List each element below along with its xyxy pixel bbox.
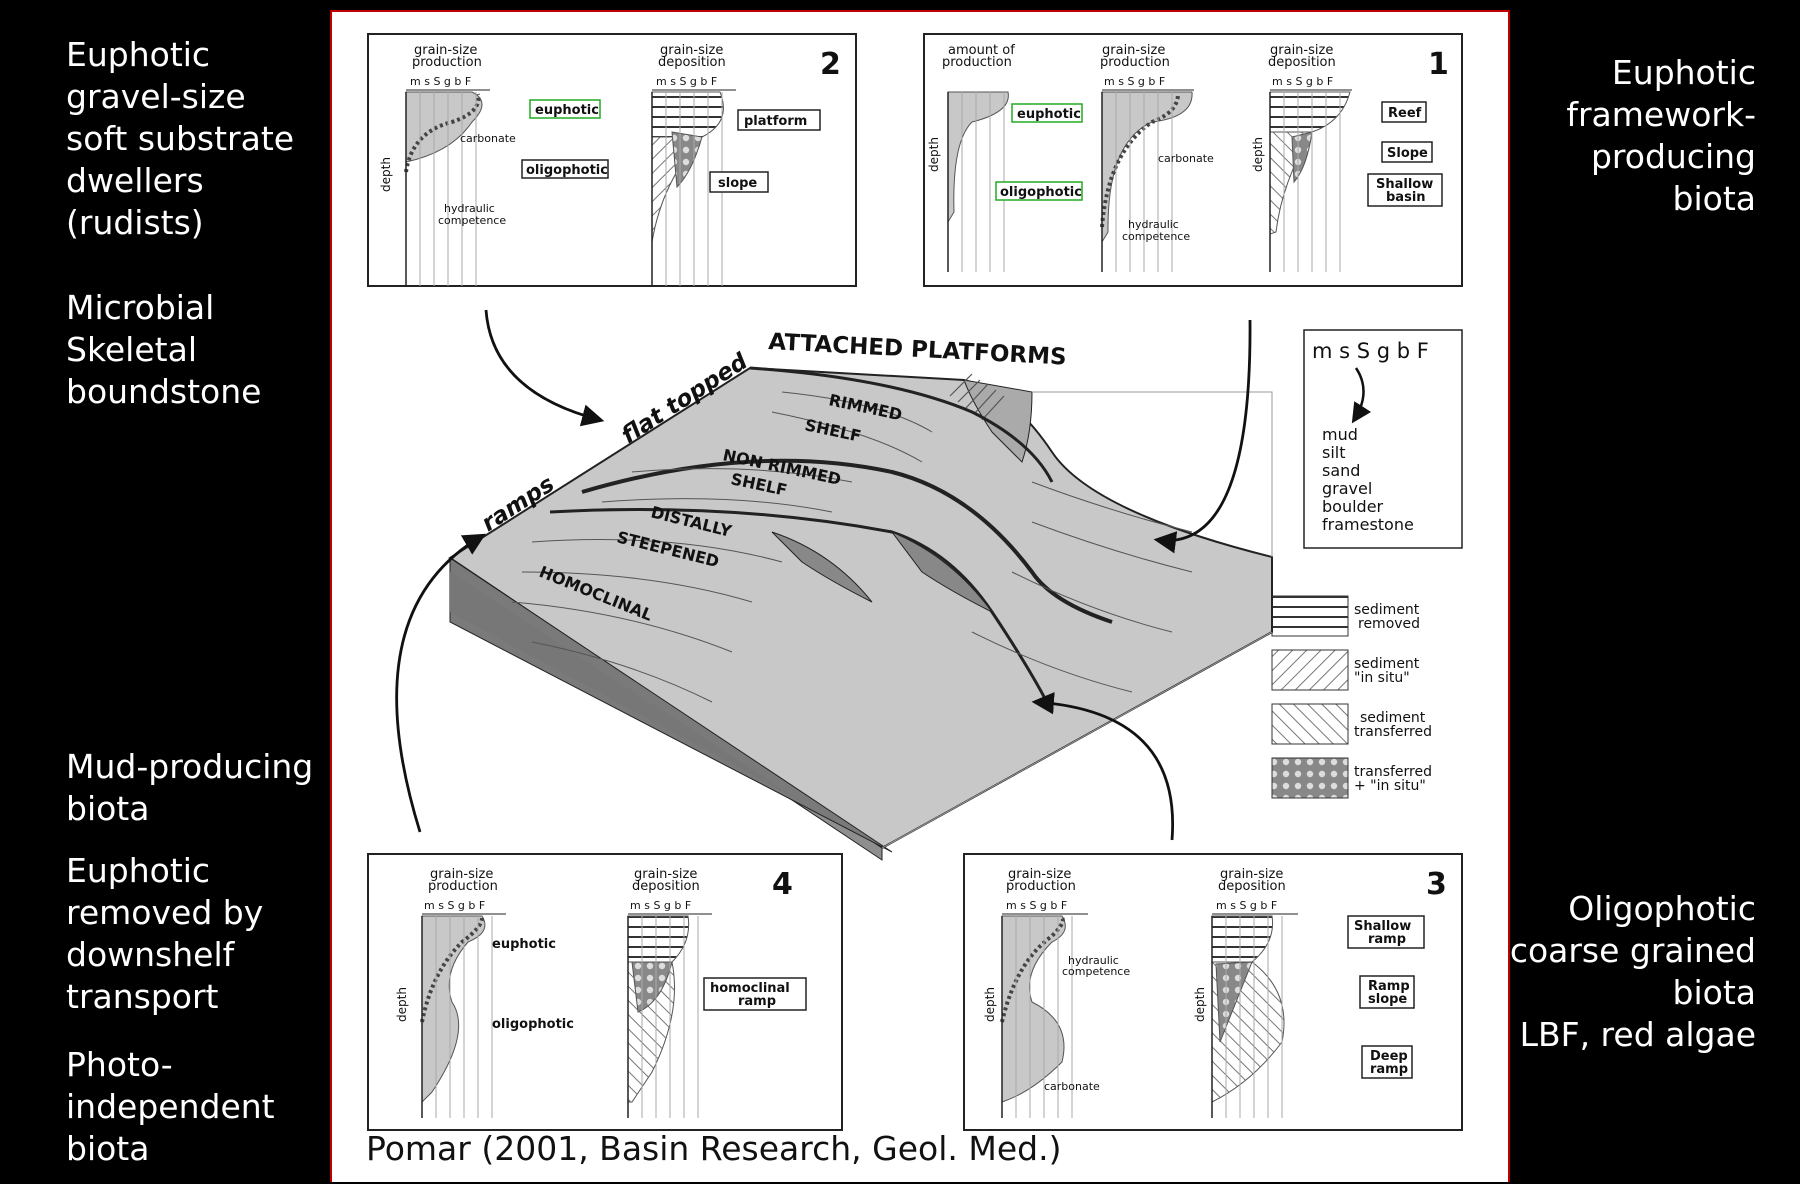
panel-1-grain-scale-2: m s S g b F bbox=[1272, 75, 1333, 88]
grain-size-legend: m s S g b F mud silt sand gravel boulder… bbox=[1303, 329, 1463, 549]
panel-2-grain-size-prod: grain-size bbox=[414, 43, 477, 58]
oligophotic-label: Oligophotic coarse grained biota LBF, re… bbox=[1509, 889, 1756, 1054]
panel-1-grain-size-prod: grain-size bbox=[1102, 43, 1165, 58]
panel-4-homoclinal: homoclinal bbox=[710, 981, 790, 996]
panel-1-number: 1 bbox=[1428, 47, 1449, 82]
panel-1-reef: Reef bbox=[1388, 106, 1422, 121]
connector-arrows bbox=[395, 309, 1252, 841]
panel-2-competence: competence bbox=[438, 214, 506, 227]
grain-legend-sand: sand bbox=[1322, 461, 1360, 480]
legend-removed-line1: sediment bbox=[1354, 602, 1420, 618]
panel-3-slope: slope bbox=[1368, 992, 1407, 1007]
panel-4-deposition: deposition bbox=[632, 879, 700, 894]
platform-diagram: 2 grain-size production m s S g b F dept… bbox=[367, 33, 1463, 1131]
panel-1-deposition: deposition bbox=[1268, 55, 1336, 70]
panel-1-amount: amount of bbox=[948, 43, 1015, 58]
panel-1-slope: Slope bbox=[1387, 146, 1428, 161]
panel-1-basin: basin bbox=[1386, 190, 1426, 205]
panel-3-ramp-2: Ramp bbox=[1368, 979, 1410, 994]
panel-2-depth: depth bbox=[379, 157, 393, 192]
panel-4-depth: depth bbox=[395, 987, 409, 1022]
panel-1: 1 amount of production depth euphotic ol… bbox=[923, 33, 1463, 287]
panel-3-hydraulic: hydraulic bbox=[1068, 954, 1119, 967]
panel-4-ramp: ramp bbox=[738, 994, 776, 1009]
grain-legend-boulder: boulder bbox=[1322, 497, 1384, 516]
panel-1-hydraulic: hydraulic bbox=[1128, 218, 1179, 231]
panel-1-production-2: production bbox=[1100, 55, 1170, 70]
grain-legend-gravel: gravel bbox=[1322, 479, 1372, 498]
panel-2-euphotic: euphotic bbox=[535, 103, 599, 118]
panel-2-platform: platform bbox=[744, 114, 807, 129]
panel-2-grain-size-dep: grain-size bbox=[660, 43, 723, 58]
panel-2-deposition: deposition bbox=[658, 55, 726, 70]
panel-1-grain-size-dep: grain-size bbox=[1270, 43, 1333, 58]
panel-1-competence: competence bbox=[1122, 230, 1190, 243]
panel-4-grain-size-prod: grain-size bbox=[430, 867, 493, 882]
panel-2-grain-scale: m s S g b F bbox=[410, 75, 471, 88]
panel-1-depth-2: depth bbox=[1251, 137, 1265, 172]
panel-3-carbonate: carbonate bbox=[1044, 1080, 1100, 1093]
panel-4-euphotic: euphotic bbox=[492, 937, 556, 952]
legend-insitu-line2: "in situ" bbox=[1354, 670, 1410, 686]
panel-2-number: 2 bbox=[820, 47, 841, 82]
panel-4-grain-scale-2: m s S g b F bbox=[630, 899, 691, 912]
panel-1-carbonate: carbonate bbox=[1158, 152, 1214, 165]
panel-3-ramp: ramp bbox=[1368, 932, 1406, 947]
attached-platforms-label: ATTACHED PLATFORMS bbox=[768, 329, 1067, 371]
block-diagram: ATTACHED PLATFORMS flat topped ramps RIM… bbox=[448, 329, 1273, 861]
legend-mixed-line2: + "in situ" bbox=[1354, 778, 1426, 794]
panel-2-hydraulic: hydraulic bbox=[444, 202, 495, 215]
panel-1-euphotic: euphotic bbox=[1017, 107, 1081, 122]
panel-2-oligophotic: oligophotic bbox=[526, 163, 608, 178]
legend-removed-line2: removed bbox=[1358, 616, 1420, 632]
panel-4: 4 grain-size production m s S g b F dept… bbox=[367, 853, 843, 1131]
legend-transferred-line2: transferred bbox=[1354, 724, 1432, 740]
panel-2: 2 grain-size production m s S g b F dept… bbox=[367, 33, 857, 287]
panel-4-production: production bbox=[428, 879, 498, 894]
panel-3-shallow: Shallow bbox=[1354, 919, 1411, 934]
sediment-legend: sediment removed sediment "in situ" sedi… bbox=[1271, 595, 1432, 799]
panel-1-grain-scale: m s S g b F bbox=[1104, 75, 1165, 88]
panel-3: 3 grain-size production m s S g b F dept… bbox=[963, 853, 1463, 1131]
panel-4-number: 4 bbox=[772, 867, 793, 902]
mud-producing-label: Mud-producing biota bbox=[66, 747, 314, 828]
panel-3-grain-size-dep: grain-size bbox=[1220, 867, 1283, 882]
legend-insitu-line1: sediment bbox=[1354, 656, 1420, 672]
panel-4-grain-scale: m s S g b F bbox=[424, 899, 485, 912]
panel-3-depth: depth bbox=[983, 987, 997, 1022]
legend-transferred-line1: sediment bbox=[1360, 710, 1426, 726]
panel-3-ramp-3: ramp bbox=[1370, 1062, 1408, 1077]
microbial-label: Microbial Skeletal boundstone bbox=[66, 288, 262, 411]
panel-3-deep: Deep bbox=[1370, 1049, 1408, 1064]
framework-label: Euphotic framework- producing biota bbox=[1566, 53, 1756, 218]
euphotic-removed-label: Euphotic removed by downshelf transport bbox=[66, 851, 264, 1016]
panel-2-grain-scale-2: m s S g b F bbox=[656, 75, 717, 88]
panel-2-production: production bbox=[412, 55, 482, 70]
grain-legend-mud: mud bbox=[1322, 425, 1358, 444]
figure-caption: Pomar (2001, Basin Research, Geol. Med.) bbox=[366, 1129, 1062, 1168]
grain-legend-framestone: framestone bbox=[1322, 515, 1414, 534]
photo-independent-label: Photo- independent biota bbox=[66, 1045, 275, 1168]
panel-1-depth: depth bbox=[927, 137, 941, 172]
grain-legend-silt: silt bbox=[1322, 443, 1346, 462]
legend-mixed-line1: transferred bbox=[1354, 764, 1432, 780]
panel-4-oligophotic: oligophotic bbox=[492, 1017, 574, 1032]
euphotic-gravel-label: Euphotic gravel-size soft substrate dwel… bbox=[66, 35, 295, 242]
panel-2-slope: slope bbox=[718, 176, 757, 191]
panel-4-grain-size-dep: grain-size bbox=[634, 867, 697, 882]
panel-1-oligophotic: oligophotic bbox=[1000, 185, 1082, 200]
panel-3-grain-size-prod: grain-size bbox=[1008, 867, 1071, 882]
panel-3-depth-2: depth bbox=[1193, 987, 1207, 1022]
panel-1-shallow: Shallow bbox=[1376, 177, 1433, 192]
panel-3-production: production bbox=[1006, 879, 1076, 894]
grain-legend-scale: m s S g b F bbox=[1312, 339, 1429, 363]
panel-3-grain-scale-2: m s S g b F bbox=[1216, 899, 1277, 912]
panel-3-grain-scale: m s S g b F bbox=[1006, 899, 1067, 912]
panel-3-number: 3 bbox=[1426, 867, 1447, 902]
panel-3-competence: competence bbox=[1062, 965, 1130, 978]
panel-3-deposition: deposition bbox=[1218, 879, 1286, 894]
panel-2-carbonate: carbonate bbox=[460, 132, 516, 145]
figure-panel: 2 grain-size production m s S g b F dept… bbox=[330, 10, 1510, 1182]
panel-1-production: production bbox=[942, 55, 1012, 70]
